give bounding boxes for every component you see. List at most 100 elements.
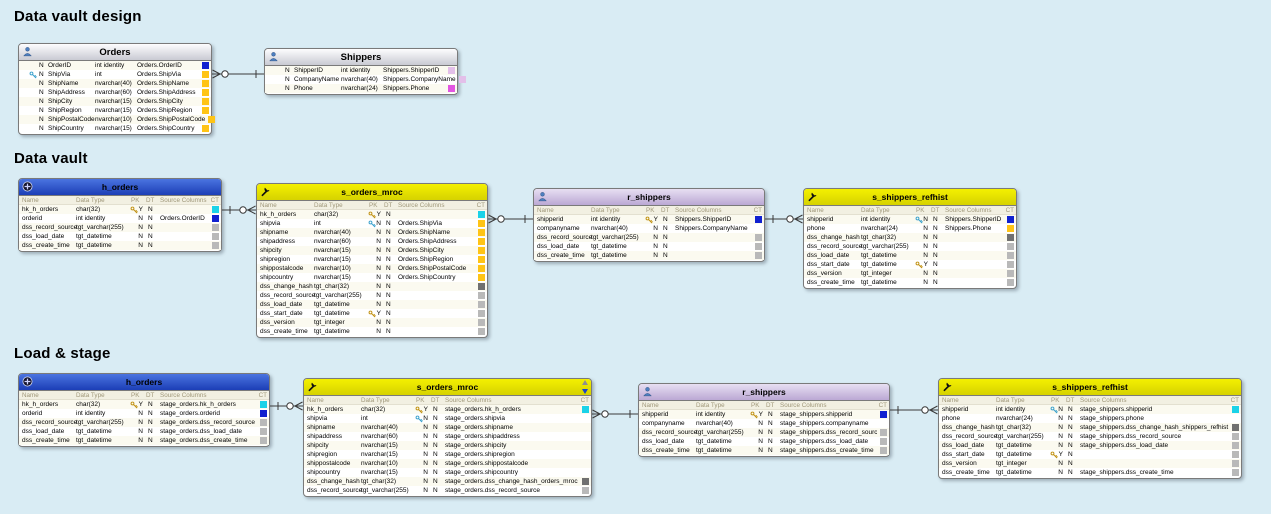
- table-header-ls-s-orders-mroc[interactable]: s_orders_mroc: [304, 379, 591, 396]
- column-header-source: Source Columns: [160, 196, 207, 204]
- relationship-connector-h_orders-s_orders_mroc[interactable]: [270, 401, 303, 411]
- table-header-ls-r-shippers[interactable]: r_shippers: [639, 384, 889, 401]
- table-header-ls-s-shippers-refhist[interactable]: s_shippers_refhist: [939, 379, 1241, 396]
- scroll-up-icon[interactable]: [582, 380, 588, 385]
- table-header-ls-h-orders[interactable]: h_orders: [19, 374, 269, 391]
- relationship-connector-Orders-Shippers[interactable]: [212, 69, 264, 79]
- table-header-dv-h-orders[interactable]: h_orders: [19, 179, 221, 196]
- table-header-dv-r-shippers[interactable]: r_shippers: [534, 189, 764, 206]
- column-name: OrderID: [48, 62, 72, 69]
- table-header-dv-s-orders-mroc[interactable]: s_orders_mroc: [257, 184, 487, 201]
- table-header-src-orders[interactable]: Orders: [19, 44, 211, 61]
- column-header-pk: PK: [916, 206, 925, 214]
- pk-cell: N: [369, 328, 384, 335]
- relationship-connector-s_orders_mroc-r_shippers[interactable]: [488, 214, 533, 224]
- relationship-connector-s_orders_mroc-r_shippers[interactable]: [592, 409, 638, 419]
- source-column: Orders.ShipCity: [398, 247, 444, 254]
- relationship-connector-r_shippers-s_shippers_refhist[interactable]: [890, 405, 938, 415]
- table-header-dv-s-shippers-refhist[interactable]: s_shippers_refhist: [804, 189, 1016, 206]
- scroll-down-icon[interactable]: [582, 389, 588, 394]
- relationship-connector-h_orders-s_orders_mroc[interactable]: [222, 205, 256, 215]
- column-type: int: [361, 415, 368, 422]
- table-header-src-shippers[interactable]: Shippers: [265, 49, 457, 66]
- ct-cell: [1004, 270, 1016, 277]
- scroll-indicator[interactable]: [581, 380, 589, 394]
- relationship-connector-r_shippers-s_shippers_refhist[interactable]: [765, 214, 803, 224]
- source-column: stage_orders.shipregion: [445, 451, 515, 458]
- source-column: stage_shippers.dss_record_source: [1080, 433, 1182, 440]
